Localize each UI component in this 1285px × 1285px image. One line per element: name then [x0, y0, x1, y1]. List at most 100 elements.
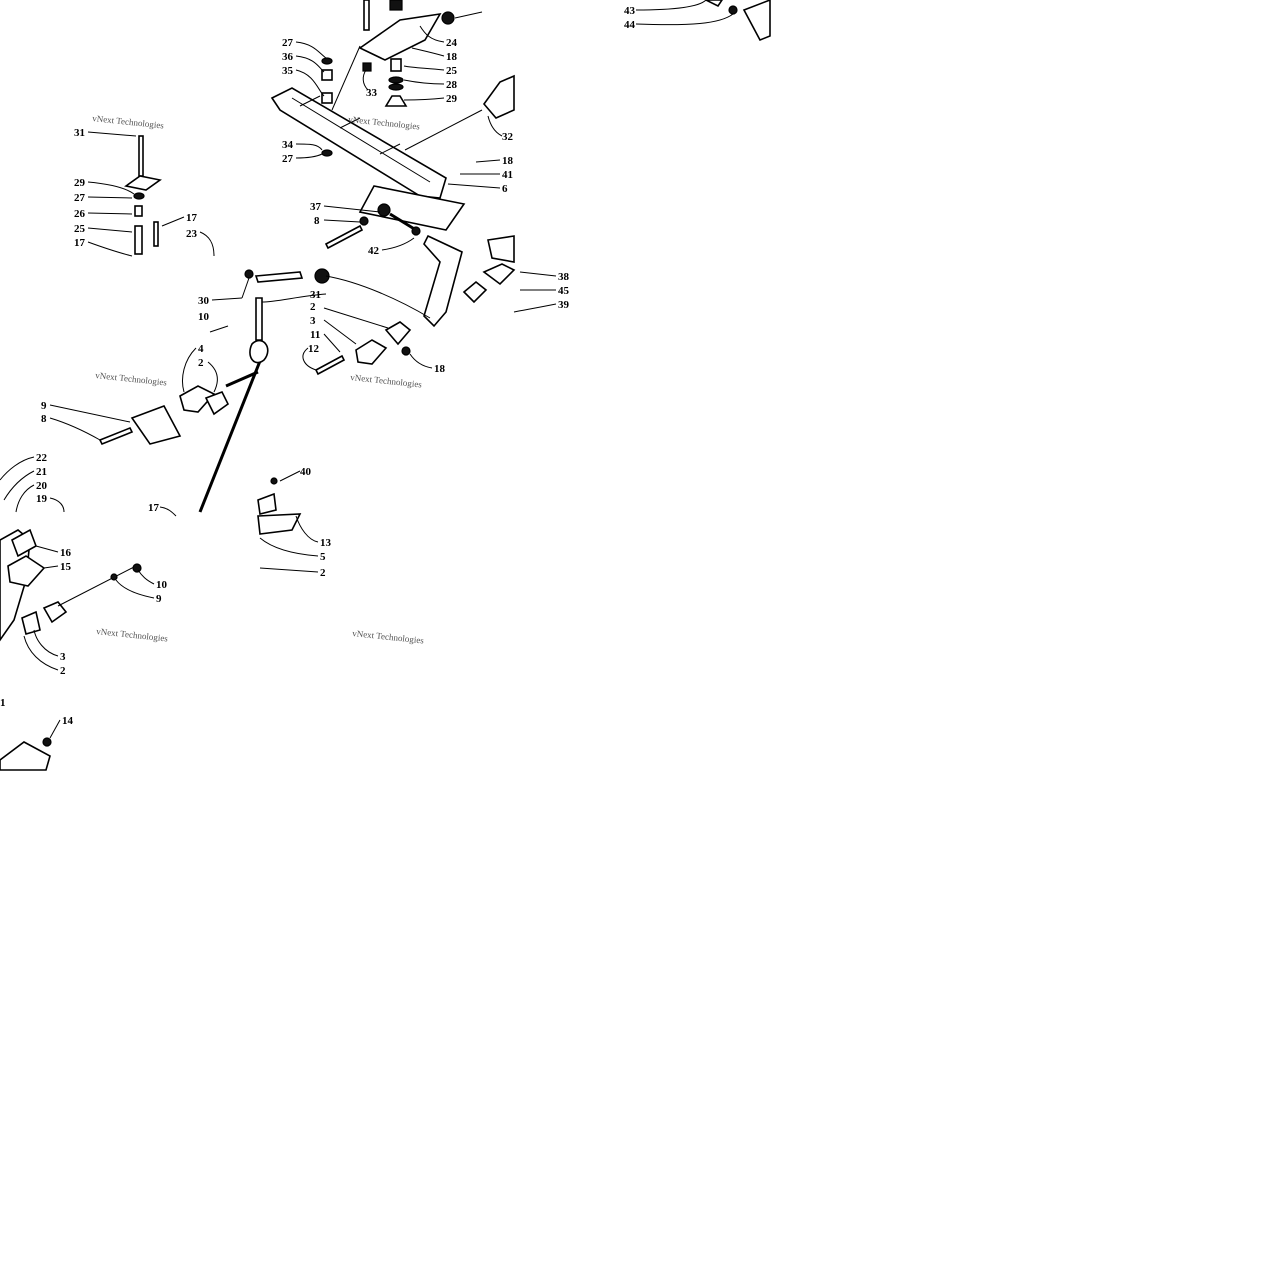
callout: 10 [156, 579, 168, 591]
nut [362, 62, 372, 72]
nut [401, 346, 411, 356]
watermark-text: vNext Technologies [96, 626, 169, 644]
spring-seat [384, 95, 408, 107]
callout: 40 [300, 466, 312, 478]
callout: 42 [368, 245, 380, 257]
right-bracket [482, 74, 515, 119]
clamp [487, 235, 515, 263]
linkage-line-art [0, 0, 771, 771]
callout: 10 [198, 311, 210, 323]
nut [314, 268, 330, 284]
callout: 1 [0, 697, 6, 709]
callout: 34 [282, 139, 294, 151]
nut [244, 269, 254, 279]
callout: 18 [502, 155, 514, 167]
sleeve [134, 225, 143, 255]
nut [728, 5, 738, 15]
plate [358, 185, 466, 231]
callout: 4 [198, 343, 204, 355]
callout: 17 [186, 212, 198, 224]
callout: 39 [558, 299, 570, 311]
steering-shaft [198, 355, 264, 513]
spindle-block [7, 555, 46, 587]
callout: 26 [74, 208, 86, 220]
bracket-block [355, 339, 388, 365]
callout: 9 [156, 593, 162, 605]
steering-post [255, 297, 263, 341]
callout: 3 [60, 651, 66, 663]
skid-plate [0, 741, 51, 771]
bushing [42, 601, 68, 624]
watermark-text: vNext Technologies [350, 372, 423, 390]
ball-joint [411, 226, 421, 236]
rod [389, 212, 417, 232]
bracket-pin [454, 11, 483, 19]
bushing [321, 92, 333, 104]
callout: 2 [60, 665, 66, 677]
callout: 15 [60, 561, 72, 573]
nut [42, 737, 52, 747]
clamp-block [462, 280, 488, 304]
callout: 43 [624, 5, 636, 17]
collar [204, 390, 230, 416]
washer [321, 57, 333, 65]
callout: 16 [60, 547, 72, 559]
clamp-block [482, 263, 516, 286]
link-arm [423, 234, 463, 328]
washer [321, 149, 333, 157]
nut [270, 477, 278, 485]
bushing [21, 610, 41, 635]
upper-bracket [358, 12, 442, 61]
callout: 9 [41, 400, 47, 412]
callout: 3 [310, 315, 316, 327]
callout: 25 [446, 65, 458, 77]
callout: 18 [446, 51, 458, 63]
ball-stud [742, 0, 771, 42]
callout: 23 [186, 228, 198, 240]
callout: 31 [310, 289, 321, 301]
callout: 30 [198, 295, 210, 307]
pin [241, 277, 250, 299]
bolt-top [363, 0, 370, 31]
callout: 8 [314, 215, 320, 227]
watermark-text: vNext Technologies [352, 628, 425, 646]
callout: 2 [310, 301, 316, 313]
leader-lines [0, 0, 734, 739]
callout: 33 [366, 87, 378, 99]
bolt [98, 426, 134, 446]
spring-cap [390, 58, 402, 72]
bracket-block [384, 321, 412, 346]
collar [179, 385, 216, 413]
callout: 31 [74, 127, 85, 139]
callout: 17 [148, 502, 160, 514]
callout: 21 [36, 466, 47, 478]
callout: 14 [62, 715, 74, 727]
nut [110, 573, 118, 581]
callout: 8 [41, 413, 47, 425]
spindle-cap [124, 175, 162, 191]
post-loop [249, 339, 269, 364]
arrow-lead [404, 109, 483, 151]
callout-numbers: 43 44 24 18 27 36 35 33 25 28 29 32 34 2… [0, 5, 636, 727]
callout: 27 [282, 37, 294, 49]
tie-rod [57, 565, 137, 607]
spring-coil [388, 76, 404, 84]
callout: 28 [446, 79, 458, 91]
nut [132, 563, 142, 573]
pin [254, 271, 304, 283]
callout: 41 [502, 169, 513, 181]
spacer-top [389, 0, 403, 11]
rod-end [377, 203, 391, 217]
bracket-bolt [441, 11, 455, 25]
bushing [134, 205, 143, 217]
bolt [324, 224, 364, 250]
callout: 35 [282, 65, 294, 77]
callout: 2 [198, 357, 204, 369]
washer [133, 192, 145, 200]
callout: 29 [446, 93, 458, 105]
arm [257, 492, 277, 515]
cross-arm [270, 87, 447, 199]
callout: 2 [320, 567, 326, 579]
callout: 24 [446, 37, 458, 49]
clamp-bar [130, 405, 182, 445]
